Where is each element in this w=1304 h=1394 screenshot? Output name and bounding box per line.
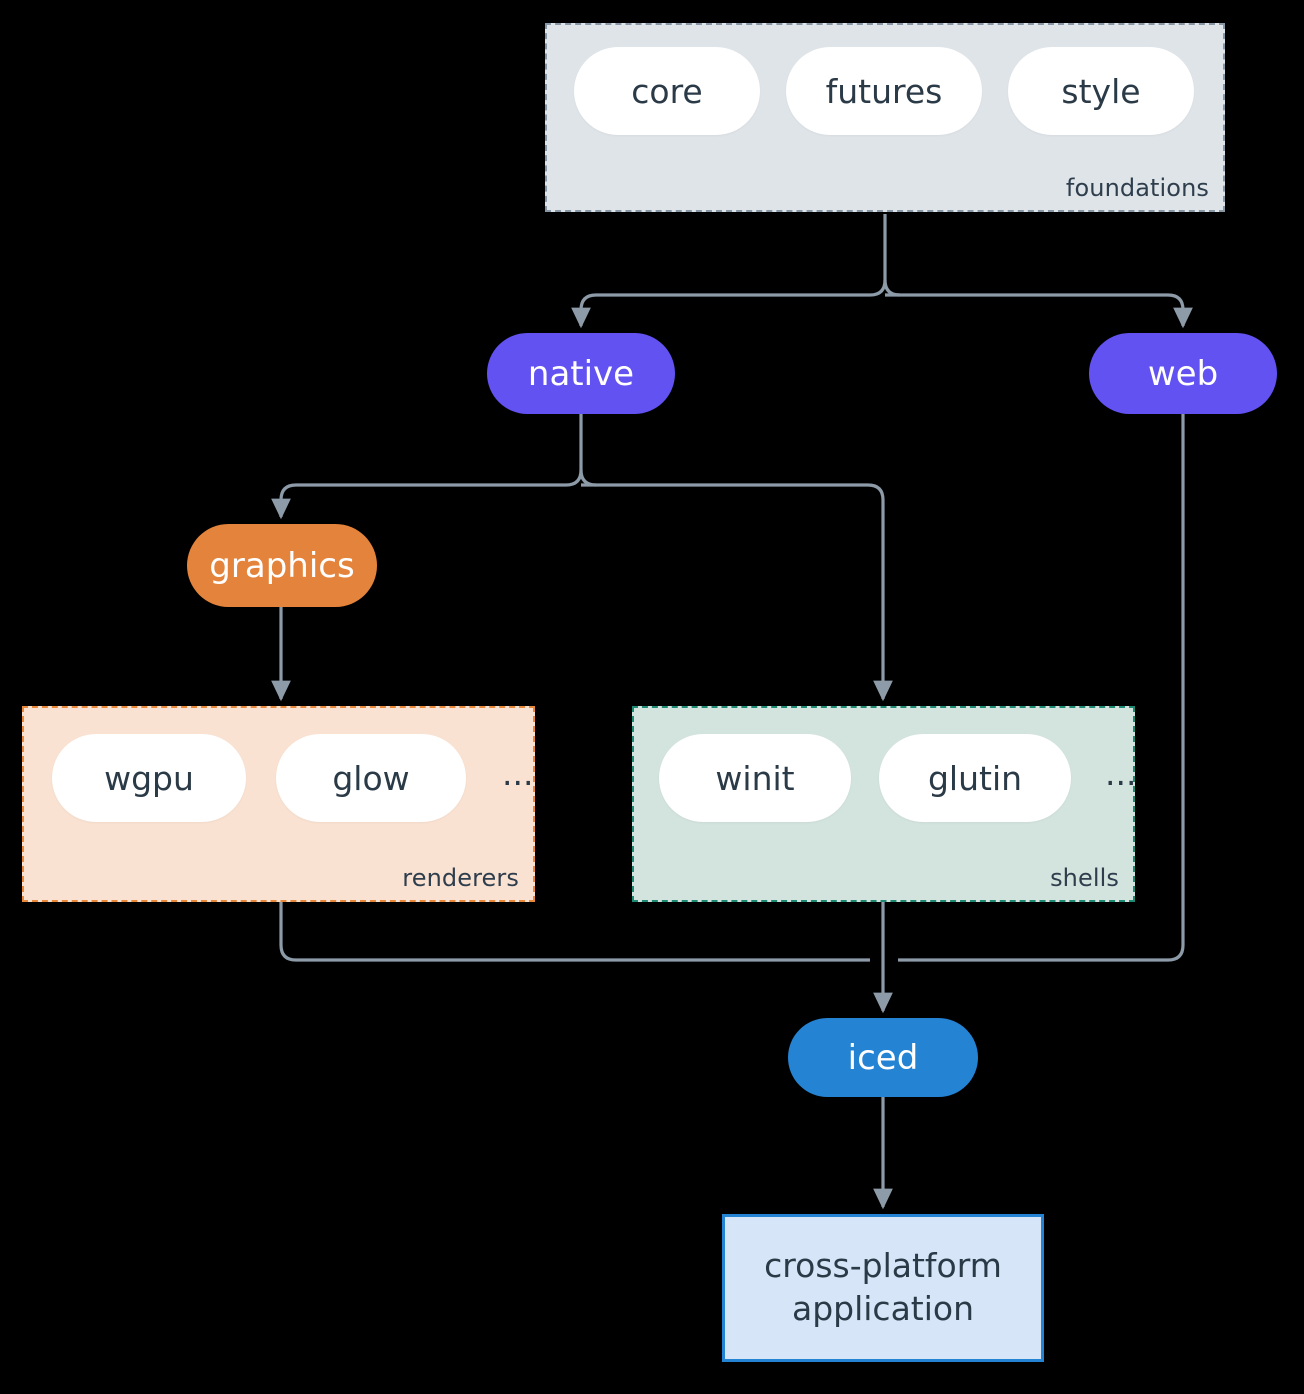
- application-line-1: cross-platform: [764, 1246, 1002, 1286]
- edge-native-shells: [581, 483, 893, 702]
- group-label-foundations: foundations: [1065, 174, 1209, 202]
- edge-foundations-trunk: [883, 214, 901, 297]
- shells-chip-row: winit glutin ...: [659, 734, 1136, 822]
- renderers-chip-row: wgpu glow ...: [52, 734, 533, 822]
- group-shells: winit glutin ... shells: [632, 706, 1136, 902]
- chip-wgpu[interactable]: wgpu: [52, 734, 246, 822]
- edge-native-trunk: [579, 414, 597, 487]
- application-line-2: application: [791, 1289, 975, 1328]
- chip-futures[interactable]: futures: [786, 47, 982, 135]
- group-foundations: core futures style foundations: [545, 23, 1225, 212]
- node-cross-platform-application[interactable]: cross-platform application: [722, 1214, 1044, 1362]
- foundations-chip-row: core futures style: [574, 47, 1194, 135]
- group-renderers: wgpu glow ... renderers: [22, 706, 535, 902]
- renderers-overflow-ellipsis: ...: [502, 753, 534, 793]
- edge-foundations-native: [571, 279, 887, 329]
- node-iced[interactable]: iced: [788, 1018, 978, 1097]
- chip-style[interactable]: style: [1008, 47, 1194, 135]
- node-web[interactable]: web: [1089, 333, 1277, 414]
- chip-glow[interactable]: glow: [276, 734, 466, 822]
- edge-native-graphics: [271, 469, 583, 520]
- edge-renderers-iced: [279, 902, 870, 962]
- group-label-shells: shells: [1050, 864, 1119, 892]
- node-graphics[interactable]: graphics: [187, 524, 377, 607]
- edge-foundations-web: [885, 293, 1193, 329]
- shells-overflow-ellipsis: ...: [1105, 753, 1137, 793]
- node-native[interactable]: native: [487, 333, 675, 414]
- group-label-renderers: renderers: [402, 864, 519, 892]
- chip-winit[interactable]: winit: [659, 734, 851, 822]
- chip-glutin[interactable]: glutin: [879, 734, 1071, 822]
- chip-core[interactable]: core: [574, 47, 760, 135]
